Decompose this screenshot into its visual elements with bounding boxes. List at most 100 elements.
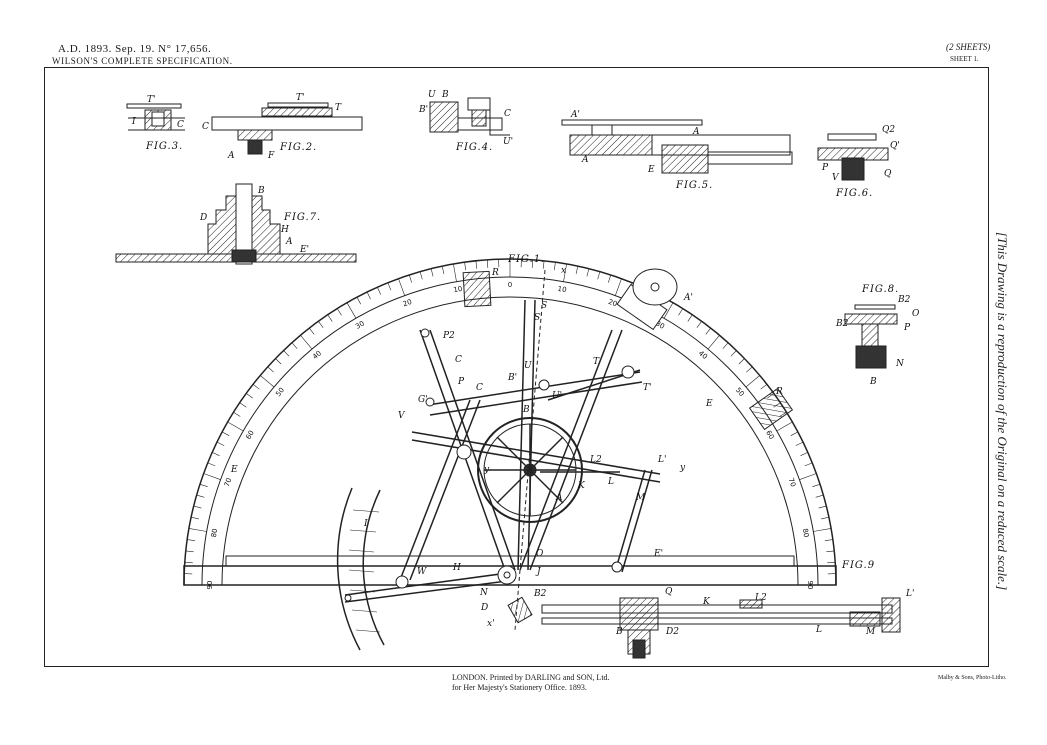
- scale-tick: [687, 314, 693, 322]
- fig1-label-L: L: [607, 477, 614, 487]
- scale-tick: [487, 259, 489, 268]
- fig7-label-E1: E': [299, 245, 309, 255]
- scale-tick: [804, 462, 813, 467]
- scale-tick: [730, 350, 737, 357]
- scale-tick: [663, 302, 674, 319]
- fig3-label-I: I: [131, 117, 136, 127]
- scale-tick: [196, 494, 205, 498]
- fig1-label-H: H: [452, 563, 461, 573]
- fig1-label-B: B: [522, 405, 530, 415]
- fig3-title: FIG.3.: [145, 141, 183, 152]
- fig1-label-A: A: [555, 493, 563, 503]
- fig1-label-S: S: [541, 301, 547, 311]
- fig1-label-C: C: [455, 355, 462, 365]
- header-sheet-count: (2 SHEETS): [946, 42, 991, 52]
- fig8-label-B2: B2: [897, 295, 911, 305]
- fig5-label-A2: A: [581, 155, 589, 165]
- scale-tick: [275, 358, 282, 365]
- scale-tick: [790, 431, 798, 436]
- fig9-label-L: L: [815, 625, 822, 635]
- scale-tick: [813, 528, 832, 532]
- scale-tick: [199, 484, 208, 487]
- fig5-title: FIG.5.: [675, 180, 713, 191]
- header-patent-number: A.D. 1893. Sep. 19. N° 17,656.: [58, 43, 212, 55]
- fig9-label-L1: L': [905, 589, 914, 599]
- scale-tick: [707, 335, 720, 350]
- fig7-label-H: H: [280, 225, 289, 235]
- fig1-label-B2: B2: [533, 589, 547, 599]
- scale-tick: [453, 263, 457, 282]
- figure-6: Q2 Q' P V Q: [817, 125, 900, 183]
- header-sheet-number: SHEET 1.: [950, 55, 979, 63]
- fig1-label-R: R: [491, 268, 499, 278]
- footer-printer: LONDON. Printed by DARLING and SON, Ltd.: [452, 673, 610, 682]
- fig1-label-U: U: [524, 361, 532, 371]
- scale-tick: [227, 421, 244, 432]
- scale-tick: [222, 431, 230, 436]
- fig1-label-E1: E': [653, 549, 663, 559]
- fig1-label-A1: A': [683, 293, 693, 303]
- fig1-label-W: W: [417, 567, 427, 577]
- fig2-label-T: T: [335, 103, 342, 113]
- scale-tick: [531, 259, 533, 268]
- scale-number: 90: [806, 581, 814, 590]
- fig6-label-V: V: [832, 173, 840, 183]
- figure-4: U B B' C U': [418, 90, 513, 147]
- scale-tick: [575, 266, 579, 274]
- scale-tick: [705, 327, 711, 335]
- fig1-label-O: O: [536, 549, 544, 559]
- fig7-title: FIG.7.: [283, 212, 321, 223]
- fig1-label-N: N: [479, 588, 489, 598]
- fig2-label-F: F: [267, 151, 275, 161]
- figure-9: FIG.9 Q K L2 L' B D2 L M: [541, 560, 914, 659]
- scale-tick: [776, 421, 793, 432]
- scale-number: 80: [210, 528, 219, 538]
- scale-tick: [586, 268, 590, 277]
- scale-tick: [430, 268, 434, 277]
- scale-tick: [377, 287, 381, 295]
- fig4-label-B: B: [441, 90, 449, 100]
- fig1-label-L2: L2: [589, 455, 602, 465]
- fig1-label-E: E: [705, 399, 713, 409]
- scale-tick: [291, 342, 298, 349]
- fig4-title: FIG.4.: [455, 142, 493, 153]
- fig8-label-B2b: B2: [835, 319, 849, 329]
- fig5-label-A: A: [692, 127, 700, 137]
- fig1-title: FIG.1.: [507, 254, 545, 265]
- fig6-label-Q2: Q2: [882, 125, 895, 135]
- scale-number: 10: [557, 285, 567, 294]
- scale-tick: [597, 271, 601, 280]
- scale-tick: [191, 516, 199, 520]
- scale-tick: [800, 452, 808, 456]
- scale-tick: [818, 505, 827, 509]
- scale-tick: [738, 358, 745, 365]
- scale-tick: [409, 274, 412, 283]
- fig8-label-N: N: [895, 359, 905, 369]
- fig3-label-T1: T': [147, 95, 155, 105]
- fig1-label-K: K: [577, 481, 586, 491]
- fig2-label-A: A: [227, 151, 235, 161]
- fig1-label-L1: L': [657, 455, 666, 465]
- fig9-label-M: M: [865, 627, 876, 637]
- fig1-label-y: y: [679, 463, 686, 473]
- scale-tick: [260, 375, 275, 388]
- scale-tick: [346, 302, 357, 319]
- scale-tick: [760, 384, 768, 390]
- scale-tick: [826, 550, 835, 553]
- fig1-label-y2: y: [483, 465, 490, 475]
- scale-number: 60: [764, 429, 775, 441]
- fig8-label-B: B: [869, 377, 877, 387]
- header-specification-title: WILSON'S COMPLETE SPECIFICATION.: [52, 56, 233, 66]
- fig1-label-B1: B': [507, 373, 517, 383]
- fig1-label-T1: T': [643, 383, 651, 393]
- fig6-label-Q1: Q': [890, 141, 900, 151]
- scale-tick: [184, 562, 193, 564]
- fig9-title: FIG.9: [841, 560, 875, 571]
- fig8-title: FIG.8.: [861, 284, 899, 295]
- figure-5: A' A A E: [561, 110, 793, 175]
- scale-number: 70: [223, 477, 234, 488]
- fig5-label-E: E: [647, 165, 655, 175]
- scale-tick: [563, 263, 567, 282]
